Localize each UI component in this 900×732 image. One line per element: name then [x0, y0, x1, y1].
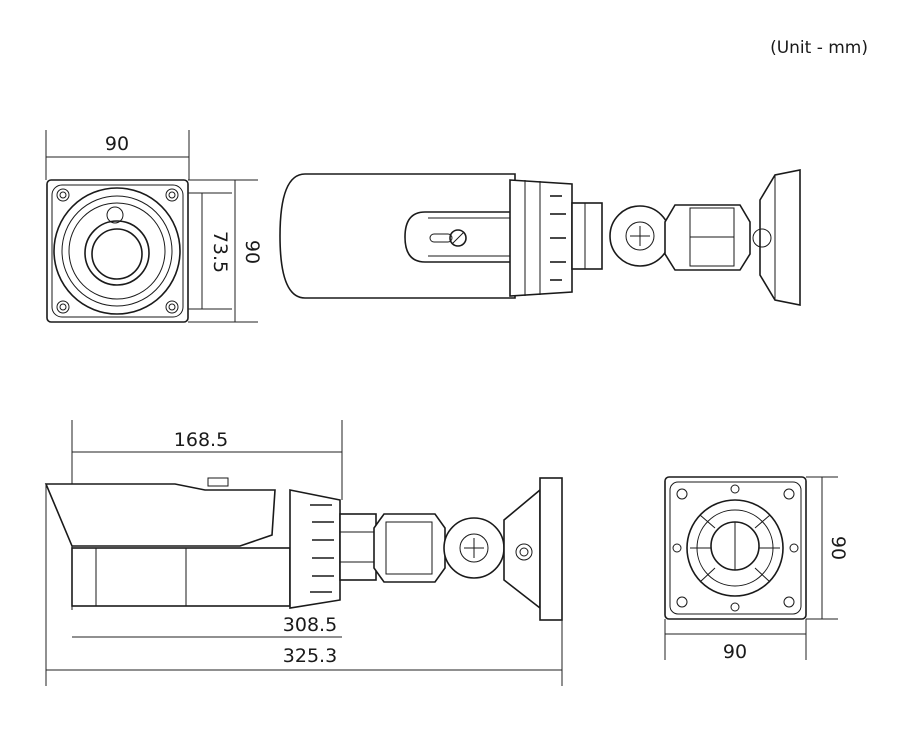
top-slot [404, 211, 513, 263]
side-body-length-label: 308.5 [283, 614, 337, 636]
side-neck [339, 513, 377, 581]
front-ir-led [106, 206, 124, 224]
top-bracket [759, 169, 801, 306]
rear-width-label: 90 [723, 641, 747, 663]
side-collar [289, 489, 341, 609]
front-inner-height-label: 73.5 [209, 231, 231, 273]
front-width-label: 90 [105, 133, 129, 155]
top-view [279, 169, 801, 306]
top-slot-screw [449, 229, 467, 247]
top-neck [571, 202, 603, 270]
side-view: 168.5 308.5 32 [44, 420, 563, 686]
rear-view: 90 90 [664, 476, 849, 663]
rear-mount-ring [686, 499, 784, 597]
front-outer-ring [53, 187, 181, 315]
front-housing-outline [46, 179, 189, 323]
unit-note: (Unit - mm) [770, 38, 868, 58]
front-view: 90 73.5 90 [45, 130, 263, 323]
side-total-length-label: 325.3 [283, 645, 337, 667]
front-height-label: 90 [241, 240, 263, 264]
rear-plate-outline [664, 476, 807, 620]
front-housing-inner [51, 184, 184, 318]
front-lens-ring [84, 220, 150, 286]
side-sunshield [44, 483, 276, 547]
side-bracket-plate [539, 477, 563, 621]
side-collar-length-label: 168.5 [174, 429, 228, 451]
front-lens [91, 228, 143, 280]
rear-height-label: 90 [827, 536, 849, 560]
top-body [279, 173, 516, 299]
side-shield-screw [207, 477, 229, 487]
side-body [71, 547, 291, 607]
side-arm [373, 513, 446, 583]
